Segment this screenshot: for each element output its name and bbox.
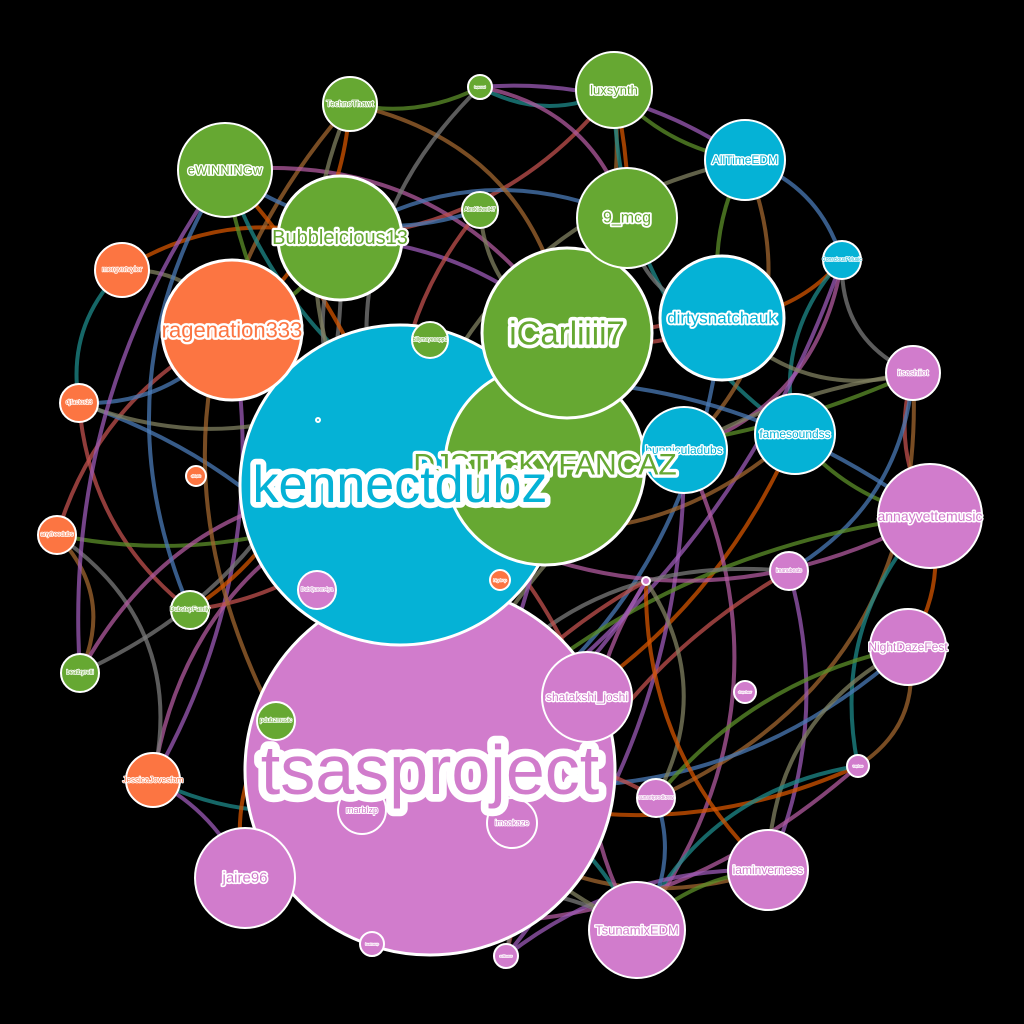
node-tinyorange1[interactable] <box>489 569 511 591</box>
label-pdubzmusic: pdubzmusic <box>260 718 292 724</box>
node-jaire96[interactable] <box>194 827 296 929</box>
label-itsashiiot: itsashiiot <box>897 369 929 378</box>
label-dubstepfamily: DubstepFamily <box>170 607 210 613</box>
node-famesoundss[interactable] <box>754 393 836 475</box>
label-alltimeedm: AllTimeEDM <box>712 153 778 167</box>
label-beatbyrelli: beatbyrelli <box>66 670 93 676</box>
node-technothawt[interactable] <box>322 76 378 132</box>
node-nightdazefest[interactable] <box>869 608 947 686</box>
node-tinypink1[interactable] <box>733 680 757 704</box>
label-ewinningw: eWINNINGw <box>188 163 263 178</box>
label-9_mcg: 9_mcg <box>603 210 651 227</box>
label-imanubeats: imanubeats <box>776 568 802 574</box>
node-tinypink3[interactable] <box>359 931 385 957</box>
label-alexkidwelll: AlexKidwell47 <box>464 207 495 213</box>
node-9_mcg[interactable] <box>576 167 678 269</box>
node-tinyorange2[interactable] <box>185 465 207 487</box>
node-ewinningw[interactable] <box>177 122 273 218</box>
label-tsasproject: tsasproject <box>261 731 599 809</box>
node-jessicajovesfam[interactable] <box>125 752 181 808</box>
node-itsashiiot[interactable] <box>885 345 941 401</box>
node-sunsetprodkru[interactable] <box>636 778 676 818</box>
label-tinygreen1: lagerowl <box>474 85 486 89</box>
node-marblzp[interactable] <box>337 785 387 835</box>
node-bunniculadubs[interactable] <box>640 406 728 494</box>
edge-itsashiiot-imanubeats <box>787 371 915 573</box>
label-djfactor13: djfactor13 <box>66 400 93 406</box>
label-morgvntvylor: morgvntvylor <box>102 267 143 274</box>
edge-jessicajovesfam-anyfreedubs <box>55 533 163 782</box>
labels-layer: lagerowl djbigbit dropchasr trapbae beatmeup… <box>40 81 984 959</box>
label-tinypink2: trapbae <box>853 764 864 768</box>
node-dubstepfamily[interactable] <box>170 590 210 630</box>
node-tinypink5[interactable] <box>641 576 651 586</box>
node-ragenation333[interactable] <box>160 258 304 402</box>
label-jessicajovesfam: JessicaJovesfam <box>123 776 184 785</box>
node-djfactor13[interactable] <box>59 383 99 423</box>
node-alltimeedm[interactable] <box>704 119 786 201</box>
label-billymayesapp: billymayesapp1 <box>413 337 448 343</box>
label-shatakshi_joshi: shatakshi_joshi <box>546 690 628 704</box>
node-consciousmusic[interactable] <box>822 240 862 280</box>
node-tinyblue1[interactable] <box>315 417 321 423</box>
label-ragenation333: ragenation333 <box>162 318 303 343</box>
node-annayvettemusic[interactable] <box>877 463 983 569</box>
label-tinypink4: subbasss <box>500 954 513 958</box>
label-kennectdubz: kennectdubz <box>253 456 548 514</box>
label-nightdazefest: NightDazeFest <box>868 640 948 654</box>
label-technothawt: TechnoThawt <box>326 100 374 109</box>
node-alexkidwelll[interactable] <box>461 191 499 229</box>
label-tinypink1: dropchasr <box>738 690 751 694</box>
node-anyfreedubs[interactable] <box>37 515 77 555</box>
node-beatbyrelli[interactable] <box>60 653 100 693</box>
label-sunsetprodkru: sunsetprodkrew <box>638 795 674 801</box>
node-pdubzmusic[interactable] <box>256 701 296 741</box>
label-dubqueen: DubQueen4ya <box>301 587 333 593</box>
node-tsunamixedm[interactable] <box>588 881 686 979</box>
node-tinypink4[interactable] <box>493 943 519 969</box>
node-tinygreen1[interactable] <box>467 74 493 100</box>
node-dirtysnatchauk[interactable] <box>658 254 786 382</box>
label-dirtysnatchauk: dirtysnatchauk <box>667 309 777 328</box>
label-consciousmusic: ConsciousPMusic <box>822 257 862 263</box>
edge-pdubzmusic-technothawt <box>202 102 352 723</box>
edge-iaminverness-tinypink5 <box>643 579 770 872</box>
node-imaakaze[interactable] <box>486 797 538 849</box>
node-bubbleicious13[interactable] <box>276 174 404 302</box>
label-bunniculadubs: bunniculadubs <box>645 443 722 457</box>
label-tinypink3: beatmeup <box>365 942 379 946</box>
node-iaminverness[interactable] <box>727 829 809 911</box>
node-morgvntvylor[interactable] <box>94 242 150 298</box>
node-dubqueen[interactable] <box>297 570 337 610</box>
node-icarliiii7[interactable] <box>480 246 654 420</box>
label-anyfreedubs: anyfreedubs <box>40 532 73 538</box>
node-luxsynth[interactable] <box>575 51 653 129</box>
label-bubbleicious13: Bubbleicious13 <box>272 227 408 249</box>
label-djstickyfancaz: DJSTICKYFANCAZ <box>413 449 676 482</box>
edge-nightdazefest-sunsetprodkru <box>654 645 910 800</box>
edge-beatbyrelli-ewinningw <box>76 168 227 675</box>
node-tinypink2[interactable] <box>846 754 870 778</box>
label-marblzp: marblzp <box>346 805 378 815</box>
edge-sunsetprodkru-tinypink5 <box>644 579 686 800</box>
label-famesoundss: famesoundss <box>759 427 830 441</box>
label-tinyorange1: bigdrop <box>493 578 507 583</box>
label-jaire96: jaire96 <box>221 870 267 887</box>
label-icarliiii7: iCarliiii7 <box>509 315 625 352</box>
label-iaminverness: iaminverness <box>733 863 804 877</box>
label-tinyorange2: djbigbit <box>191 474 201 478</box>
edge-djfactor13-dubstepfamily <box>77 401 192 612</box>
node-billymayesapp[interactable] <box>411 321 449 359</box>
label-annayvettemusic: annayvettemusic <box>877 508 982 524</box>
node-imanubeats[interactable] <box>769 551 809 591</box>
label-imaakaze: imaakaze <box>495 819 530 828</box>
node-shatakshi_joshi[interactable] <box>541 651 633 743</box>
label-luxsynth: luxsynth <box>590 83 638 98</box>
edge-dubstepfamily-ewinningw <box>147 168 227 612</box>
nodes-layer <box>37 51 983 979</box>
label-tsunamixedm: TsunamixEDM <box>595 923 679 938</box>
